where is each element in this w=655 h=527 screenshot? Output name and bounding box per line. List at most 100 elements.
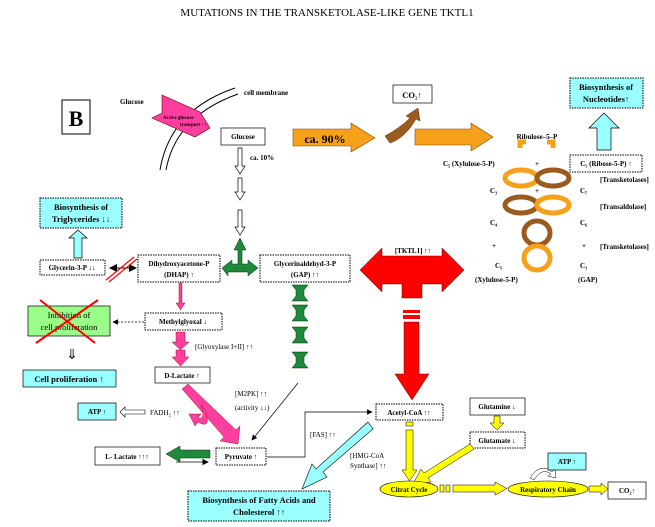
svg-text:ATP ↑: ATP ↑ — [88, 408, 106, 416]
svg-text:(DHAP) ↑: (DHAP) ↑ — [164, 271, 194, 279]
svg-text:Biosynthesis of Fatty Acids an: Biosynthesis of Fatty Acids and — [202, 495, 316, 505]
glutamate-citrat-arrow — [412, 443, 475, 485]
atp-right-box: ATP ↑ — [547, 452, 587, 471]
triglycerides-arrow — [68, 229, 88, 259]
pentose-cycle-arrows — [502, 139, 572, 273]
c6-label: C₆ — [580, 219, 587, 227]
plus-right: + — [582, 242, 586, 250]
svg-text:CO₂↑: CO₂↑ — [402, 90, 422, 100]
plus-left: + — [492, 242, 496, 250]
svg-text:Glycerinaldehyd-3-P: Glycerinaldehyd-3-P — [274, 260, 337, 268]
fas-label: [FAS] ↑↑ — [310, 431, 336, 439]
d-lactate-box: D-Lactate ↑ — [154, 366, 211, 384]
svg-text:B: B — [69, 106, 84, 131]
glucose-outside-label: Glucose — [120, 98, 144, 106]
dhap-box: Dihydroxyacetone-P (DHAP) ↑ — [137, 254, 221, 283]
glucose-box: Glucose — [220, 127, 266, 146]
hmg-coa-label-2: Synthase] ↑↑ — [350, 462, 386, 470]
svg-text:cell proliferation: cell proliferation — [41, 322, 99, 332]
transketolases-label-2: [Transketolases] — [600, 243, 649, 251]
svg-text:(GAP) ↑↑: (GAP) ↑↑ — [291, 271, 319, 279]
svg-text:ATP ↑: ATP ↑ — [558, 458, 576, 466]
svg-text:Acetyl-CoA ↑↑: Acetyl-CoA ↑↑ — [387, 409, 430, 417]
svg-text:[TKTL1] ↑↑: [TKTL1] ↑↑ — [395, 247, 431, 255]
plus-top-2: + — [535, 187, 539, 195]
svg-text:Inhibition of: Inhibition of — [48, 310, 91, 320]
svg-text:Active glucose: Active glucose — [163, 116, 194, 121]
d-lactate-pyruvate-arrow — [181, 383, 241, 445]
atp-left-box: ATP ↑ — [77, 402, 117, 421]
svg-text:Nucleotides↑: Nucleotides↑ — [583, 94, 629, 104]
c3-label: C₃ — [490, 187, 497, 195]
co2-top-box: CO₂↑ — [392, 84, 433, 104]
svg-text:Citrat Cycle: Citrat Cycle — [391, 486, 428, 494]
active-glucose-transport-arrow: Active glucose transport ↑↑ — [151, 94, 211, 138]
nucleotides-biosynthesis-box: Biosynthesis of Nucleotides↑ — [569, 77, 644, 109]
svg-text:CO₂↑: CO₂↑ — [619, 487, 635, 495]
ca-10-label: ca. 10% — [250, 154, 274, 162]
svg-text:Cell proliferation ↑: Cell proliferation ↑ — [34, 374, 103, 384]
plus-top-1: + — [535, 160, 539, 168]
blocked-slash — [105, 256, 138, 283]
gap-glycolysis-double-arrows — [291, 284, 309, 369]
xylulose-bottom-label: (Xylulose-5-P) — [475, 276, 518, 284]
cell-proliferation-box: Cell proliferation ↑ — [22, 369, 117, 388]
co2-release-curved-arrow — [384, 107, 421, 144]
svg-text:transport ↑↑: transport ↑↑ — [180, 123, 207, 128]
c3-bottom-label: C₃ — [580, 262, 587, 270]
glutamine-box: Glutamine ↓ — [469, 397, 526, 416]
svg-text:Biosynthesis of: Biosynthesis of — [54, 202, 108, 212]
c5-bottom-label: C₅ — [495, 262, 502, 270]
fadh2-curved-arrow — [188, 404, 208, 427]
glyoxylase-arrows — [171, 331, 190, 367]
pyruvate-lactate-arrow — [165, 445, 211, 466]
acetyl-coa-box: Acetyl-CoA ↑↑ — [375, 403, 444, 421]
svg-text:L- Lactate ↑↑↑: L- Lactate ↑↑↑ — [105, 453, 149, 461]
dhap-methylglyoxal-arrow — [175, 282, 186, 311]
c5-xylulose-label: C₅ (Xylulose-5-P) — [443, 160, 495, 168]
svg-text:ca. 90%: ca. 90% — [304, 132, 345, 146]
fadh2-atp-arrow — [119, 406, 146, 418]
svg-text:Methylglyoxal ↓: Methylglyoxal ↓ — [159, 318, 207, 326]
svg-text:Glycerin-3-P ↓↓: Glycerin-3-P ↓↓ — [49, 264, 96, 272]
co2-right-box: CO₂↑ — [607, 481, 647, 500]
glucose-down-arrows — [234, 147, 246, 236]
c4-label: C₄ — [490, 219, 498, 227]
methylglyoxal-box: Methylglyoxal ↓ — [144, 312, 223, 331]
c7-label: C₇ — [580, 187, 587, 195]
ca-90-arrow: ca. 90% — [292, 122, 376, 153]
transaldolase-label: [Transaldolase] — [600, 203, 646, 211]
svg-text:Glutamine ↓: Glutamine ↓ — [478, 403, 515, 411]
citrat-cycle-node: Citrat Cycle — [379, 480, 439, 498]
fatty-acid-synthesis-arrow — [301, 421, 374, 490]
fatty-acids-cholesterol-box: Biosynthesis of Fatty Acids and Choleste… — [187, 490, 331, 522]
svg-text:Pyruvate ↑: Pyruvate ↑ — [225, 453, 257, 461]
glycerin-3-p-box: Glycerin-3-P ↓↓ — [39, 259, 106, 276]
svg-text:D-Lactate ↑: D-Lactate ↑ — [164, 372, 199, 380]
acetyl-coa-citrat-arrow — [401, 421, 418, 482]
gap-box: Glycerinaldehyd-3-P (GAP) ↑↑ — [259, 254, 351, 283]
gap-bottom-label: (GAP) — [578, 276, 598, 284]
diagram-title: MUTATIONS IN THE TRANSKETOLASE-LIKE GENE… — [180, 7, 473, 19]
c5-ribose-box: C₅ (Ribose-5-P) ↑ — [569, 154, 643, 173]
nucleotides-arrow — [588, 112, 620, 151]
cell-membrane-label: cell membrane — [244, 89, 288, 97]
triose-isomerase-arrows — [221, 237, 259, 277]
respiratory-chain-node: Respiratory Chain — [507, 480, 589, 498]
svg-text:Dihydroxyacetone-P: Dihydroxyacetone-P — [149, 260, 211, 268]
triglycerides-biosynthesis-box: Biosynthesis of Triglycerides ↓↓ — [39, 197, 123, 229]
hmg-coa-label-1: [HMG-CoA — [350, 452, 384, 460]
pyruvate-box: Pyruvate ↑ — [215, 447, 267, 466]
transketolases-label-1: [Transketolases] — [600, 176, 649, 184]
pentose-phosphate-arrow — [414, 122, 494, 152]
citrat-respiratory-arrow — [439, 481, 508, 496]
svg-text:Glutamate ↓: Glutamate ↓ — [478, 437, 515, 445]
respiratory-co2-arrow — [588, 482, 609, 496]
svg-text:Triglycerides ↓↓: Triglycerides ↓↓ — [52, 214, 110, 224]
glutamate-box: Glutamate ↓ — [469, 431, 526, 449]
svg-text:C₅ (Ribose-5-P) ↑: C₅ (Ribose-5-P) ↑ — [580, 160, 631, 168]
pyruvate-acetyl-coa-line — [267, 409, 373, 458]
gap-pyruvate-arrow — [251, 382, 299, 441]
glyoxylase-label: [Glyoxylase I+II] ↑↑ — [195, 343, 253, 351]
